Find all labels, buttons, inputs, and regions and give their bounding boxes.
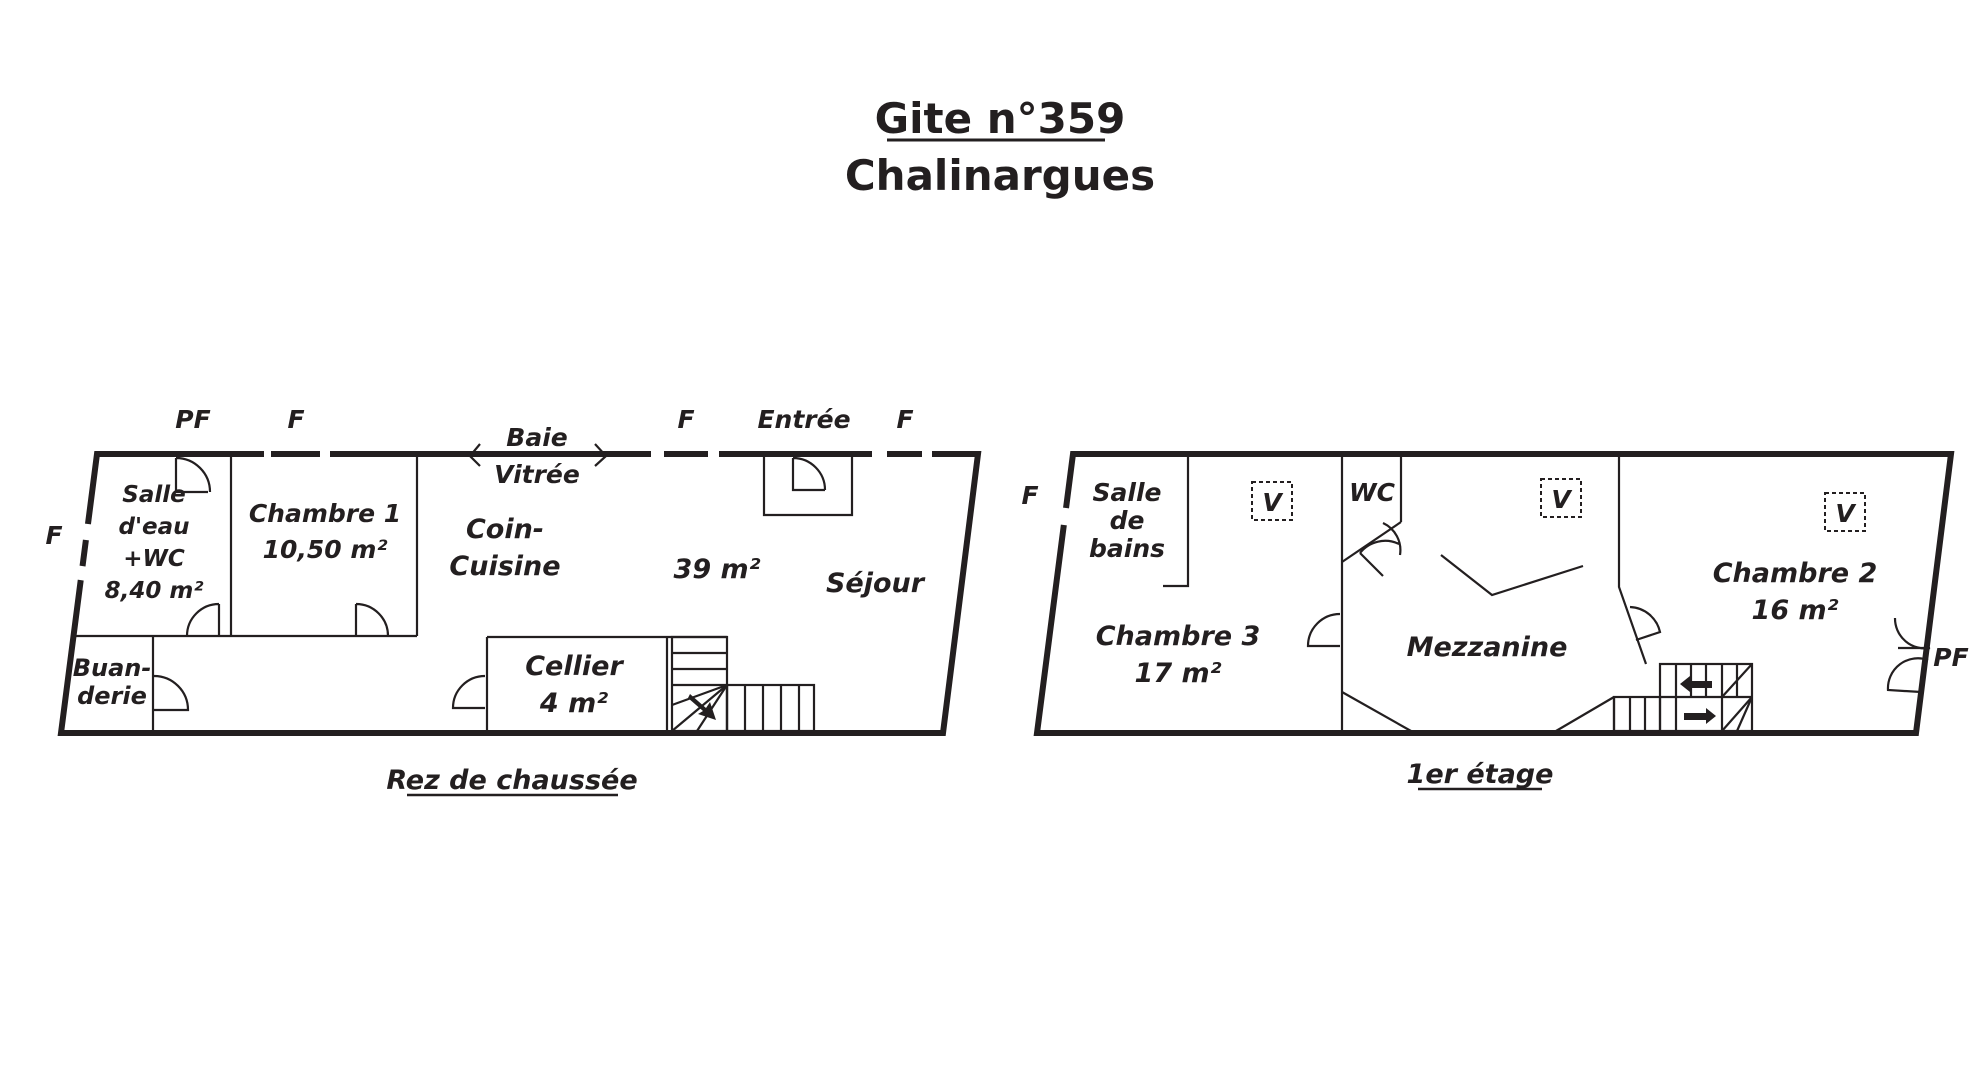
- label-sejour-area: 39 m²: [674, 554, 761, 585]
- label-f-top1: F: [287, 405, 304, 434]
- label-salle-bains-1: Salle: [1093, 478, 1162, 507]
- label-salle-eau-3: +WC: [123, 546, 185, 572]
- label-chambre3-1: Chambre 3: [1096, 621, 1261, 652]
- label-f-left: F: [45, 521, 62, 550]
- door-entree: [791, 456, 827, 492]
- label-f-left-1st: F: [1021, 481, 1038, 510]
- vent-icon-3: V: [1824, 492, 1866, 532]
- label-chambre1-2: 10,50 m²: [263, 535, 388, 564]
- ground-floor-plan: PF F Baie Vitrée F Entrée F F Salle d'ea…: [45, 405, 982, 797]
- label-entree: Entrée: [757, 405, 850, 434]
- label-salle-bains-2: de: [1110, 506, 1145, 535]
- door-pf-right-top: [1893, 617, 1931, 650]
- ground-floor-outline: [57, 451, 982, 736]
- first-floor-caption: 1er étage: [1407, 759, 1554, 790]
- label-cellier-1: Cellier: [525, 651, 624, 682]
- stair-arrow-left-icon: [1680, 676, 1712, 692]
- door-wc: [1359, 522, 1402, 577]
- label-salle-bains-3: bains: [1089, 534, 1165, 563]
- svg-text:V: V: [1551, 485, 1572, 514]
- label-pf-top: PF: [175, 405, 210, 434]
- staircase-first: [1612, 662, 1754, 733]
- door-salle-eau-bottom: [185, 602, 221, 637]
- staircase-ground: [670, 635, 816, 733]
- stair-arrow-icon: [688, 694, 716, 720]
- door-chambre1: [354, 602, 390, 637]
- first-floor-outline: [1033, 451, 1955, 736]
- vent-icon-1: V: [1251, 481, 1293, 521]
- label-salle-eau-1: Salle: [122, 482, 185, 508]
- label-salle-eau-4: 8,40 m²: [105, 578, 204, 604]
- label-pf-right: PF: [1933, 643, 1968, 672]
- label-chambre2-1: Chambre 2: [1713, 558, 1878, 589]
- label-vitree: Vitrée: [494, 460, 580, 489]
- mezzanine-railing: [1440, 554, 1584, 597]
- door-chambre2-inner: [1629, 605, 1662, 642]
- label-salle-eau-2: d'eau: [119, 514, 190, 540]
- svg-text:V: V: [1262, 488, 1283, 517]
- door-cellier: [451, 674, 486, 710]
- label-f-top3: F: [896, 405, 913, 434]
- label-baie: Baie: [506, 423, 567, 452]
- label-chambre3-2: 17 m²: [1135, 658, 1222, 689]
- label-chambre2-2: 16 m²: [1752, 595, 1839, 626]
- vent-icon-2: V: [1540, 478, 1582, 518]
- door-buanderie: [153, 674, 190, 712]
- label-coin-cuisine-2: Cuisine: [449, 551, 560, 582]
- door-salle-eau-top: [174, 456, 212, 494]
- label-chambre1-1: Chambre 1: [249, 499, 401, 528]
- svg-text:V: V: [1835, 499, 1856, 528]
- label-cellier-2: 4 m²: [539, 688, 608, 719]
- door-pf-right-bottom: [1886, 657, 1929, 694]
- first-floor-plan: V V V F PF Salle de bains WC Chambre 3 1…: [1021, 451, 1969, 791]
- stair-arrow-right-icon: [1684, 708, 1716, 724]
- title-line1: Gite n°359: [875, 94, 1126, 143]
- label-wc: WC: [1349, 478, 1396, 507]
- title-block: Gite n°359 Chalinargues: [845, 94, 1155, 200]
- label-f-top2: F: [677, 405, 694, 434]
- label-sejour: Séjour: [826, 568, 926, 599]
- label-buanderie-2: derie: [77, 682, 147, 710]
- label-mezzanine: Mezzanine: [1407, 632, 1568, 663]
- ground-floor-caption: Rez de chaussée: [386, 765, 637, 796]
- door-chambre3: [1306, 612, 1341, 648]
- label-coin-cuisine-1: Coin-: [466, 514, 544, 545]
- title-line2: Chalinargues: [845, 151, 1155, 200]
- label-buanderie-1: Buan-: [73, 654, 152, 682]
